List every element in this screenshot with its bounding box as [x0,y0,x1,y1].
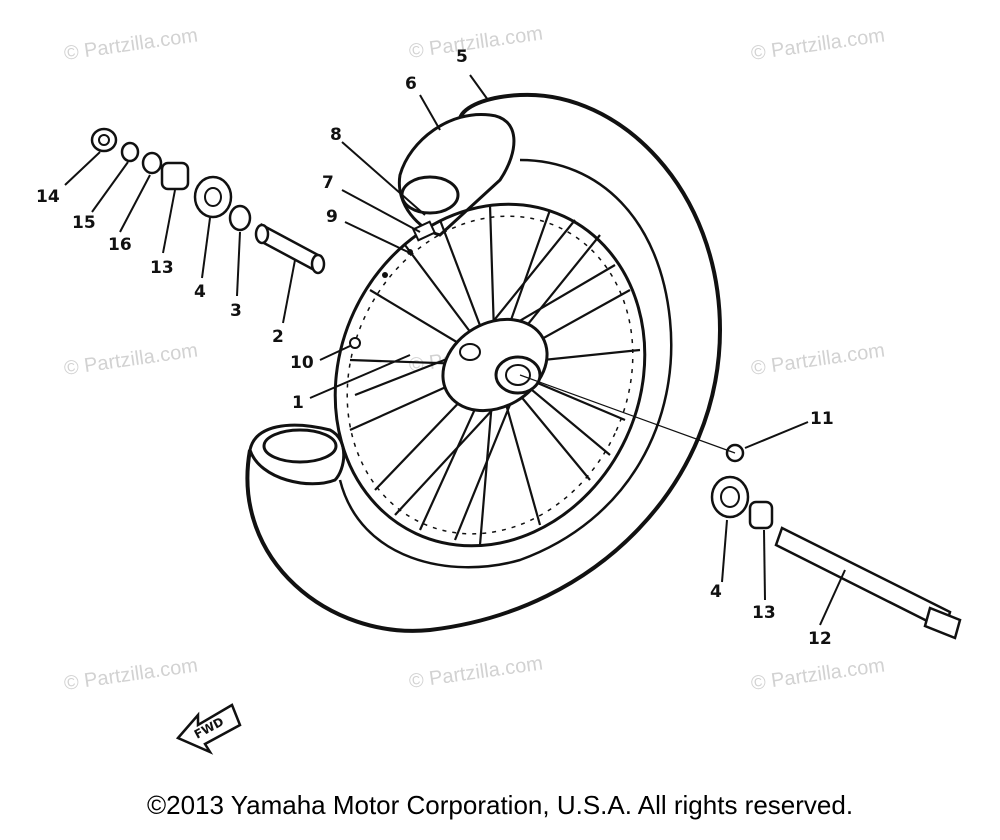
callout-13-right: 13 [752,603,776,623]
callouts: 5 6 8 7 9 10 1 11 4 13 12 14 15 16 13 4 … [36,47,834,649]
callout-16: 16 [108,235,132,255]
callout-7: 7 [322,173,334,193]
right-parts [710,443,962,640]
left-parts [90,127,326,275]
watermark: © Partzilla.com [63,339,200,380]
callout-5: 5 [456,47,468,67]
leader-lines [64,74,846,626]
watermark: © Partzilla.com [408,22,545,63]
callout-14: 14 [36,187,60,207]
watermark: © Partzilla.com [750,654,887,695]
callout-2: 2 [272,327,284,347]
callout-4-right: 4 [710,582,722,602]
copyright-notice: ©2013 Yamaha Motor Corporation, U.S.A. A… [146,790,854,820]
callout-12: 12 [808,629,832,649]
watermark: © Partzilla.com [750,24,887,65]
watermark: © Partzilla.com [63,654,200,695]
callout-4-left: 4 [194,282,206,302]
callout-1: 1 [292,393,304,413]
watermark: © Partzilla.com [408,652,545,693]
callout-11: 11 [810,409,834,429]
small-parts [349,220,437,349]
callout-9: 9 [326,207,338,227]
callout-6: 6 [405,74,417,94]
fwd-arrow-icon: FWD [175,703,242,755]
rim [333,202,647,548]
watermark: © Partzilla.com [750,339,887,380]
tire [245,92,723,633]
callout-8: 8 [330,125,342,145]
hub [441,317,549,413]
callout-13-left: 13 [150,258,174,278]
watermark: © Partzilla.com [63,24,200,65]
callout-15: 15 [72,213,96,233]
callout-10: 10 [290,353,314,373]
callout-3: 3 [230,301,242,321]
